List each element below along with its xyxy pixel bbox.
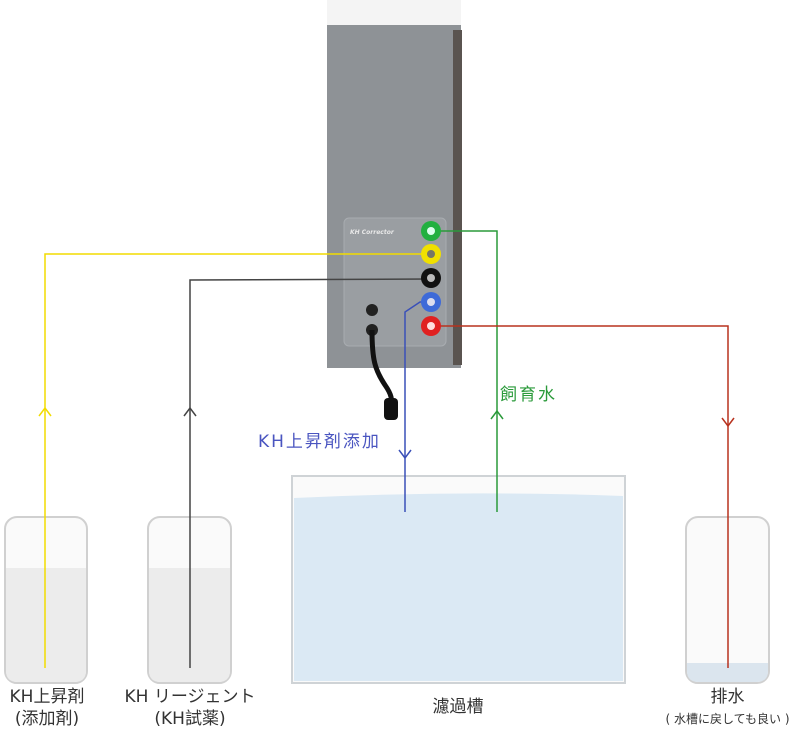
drain-tube [440,325,729,668]
supplement-label: KH上昇剤 (添加剤) [0,686,94,730]
black-port-center [427,274,435,282]
red-port-center [427,322,435,330]
supplement-sub: (添加剤) [14,709,80,729]
tank-water-label: 飼育水 [500,385,557,405]
green-port-center [427,227,435,235]
device-label: KH Corrector [350,229,395,236]
arrow-up-icon [490,409,504,420]
supplement-liquid [6,568,86,682]
supplement-tube [44,253,431,668]
ports [421,221,441,336]
supplement-name: KH上昇剤 [9,687,85,707]
arrow-down-icon [398,449,412,460]
arrow-up-icon [183,406,197,417]
jack-port [366,304,378,316]
supplement-add-label: KH上昇剤添加 [258,432,381,452]
sump-water [294,493,623,681]
reagent-tube [189,278,432,668]
sump-label: 濾過槽 [432,697,484,717]
reagent-label: KH リージェント (KH試薬) [110,686,270,730]
blue-port-center [427,298,435,306]
arrow-down-icon [721,417,735,428]
drain-label: 排水 ( 水槽に戻しても良い ) [640,686,800,730]
arrow-up-icon [38,406,52,417]
drain-liquid [687,663,768,682]
kh-corrector-device: KH Corrector [327,0,462,368]
drain-sub: ( 水槽に戻しても良い ) [665,712,790,726]
sump-tank [291,475,626,684]
tank-water-tube [440,230,498,512]
supplement-bottle [4,516,88,684]
yellow-port-center [427,250,435,258]
reagent-name: KH リージェント [124,687,256,707]
drain-name: 排水 [710,687,745,707]
reagent-sub: (KH試薬) [154,709,226,729]
power-connector [384,398,398,420]
